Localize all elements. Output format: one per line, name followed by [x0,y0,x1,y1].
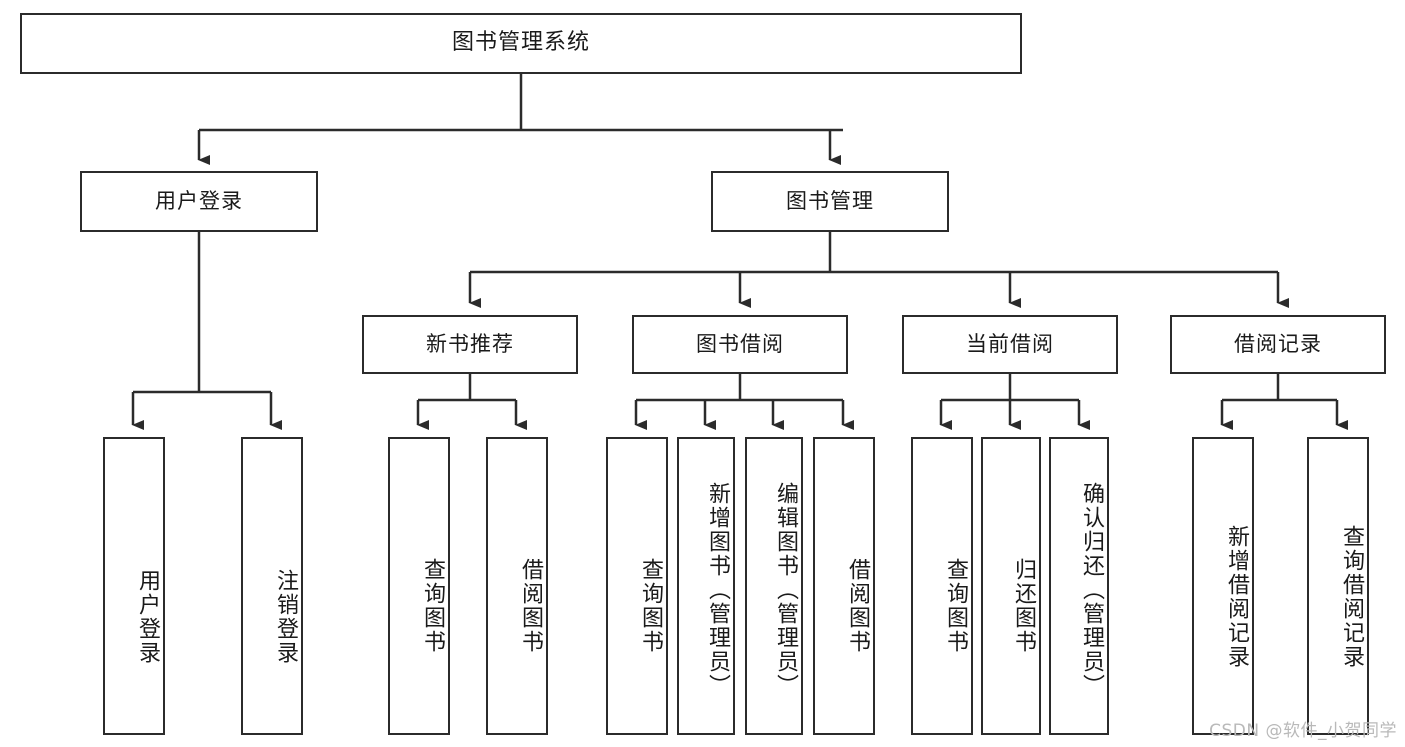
node-root-label: 图书管理系统 [451,30,590,56]
node-book-borrow[interactable]: 图书借阅 [632,315,848,374]
node-user-login-label: 用户登录 [155,188,243,213]
node-current-borrow[interactable]: 当前借阅 [902,315,1118,374]
node-current-borrow-label: 当前借阅 [966,331,1054,356]
leaf-user-login-logout[interactable]: 注销登录 [241,437,303,735]
leaf-label: 新增图书（管理员） [705,482,730,698]
node-user-login[interactable]: 用户登录 [80,171,318,232]
leaf-new-book-borrow[interactable]: 借阅图书 [486,437,548,735]
leaf-label: 用户登录 [135,569,160,665]
leaf-current-borrow-query[interactable]: 查询图书 [911,437,973,735]
node-new-book-recommend-label: 新书推荐 [426,331,514,356]
leaf-label: 编辑图书（管理员） [773,482,798,698]
leaf-label: 借阅图书 [845,558,870,654]
node-root-system[interactable]: 图书管理系统 [20,13,1022,74]
node-book-manage-label: 图书管理 [786,188,874,213]
leaf-book-borrow-borrow[interactable]: 借阅图书 [813,437,875,735]
leaf-book-borrow-edit[interactable]: 编辑图书（管理员） [745,437,803,735]
leaf-label: 查询图书 [638,558,663,654]
node-book-borrow-label: 图书借阅 [696,331,784,356]
leaf-label: 注销登录 [273,569,298,665]
leaf-label: 借阅图书 [518,558,543,654]
leaf-label: 查询图书 [943,558,968,654]
node-borrow-record[interactable]: 借阅记录 [1170,315,1386,374]
node-borrow-record-label: 借阅记录 [1234,331,1322,356]
leaf-borrow-record-query[interactable]: 查询借阅记录 [1307,437,1369,735]
leaf-current-borrow-confirm-return[interactable]: 确认归还（管理员） [1049,437,1109,735]
leaf-label: 归还图书 [1011,558,1036,654]
leaf-book-borrow-add[interactable]: 新增图书（管理员） [677,437,735,735]
node-book-manage[interactable]: 图书管理 [711,171,949,232]
leaf-borrow-record-add[interactable]: 新增借阅记录 [1192,437,1254,735]
node-new-book-recommend[interactable]: 新书推荐 [362,315,578,374]
leaf-label: 查询图书 [420,558,445,654]
leaf-label: 新增借阅记录 [1224,525,1249,669]
leaf-current-borrow-return[interactable]: 归还图书 [981,437,1041,735]
leaf-user-login-login[interactable]: 用户登录 [103,437,165,735]
leaf-label: 确认归还（管理员） [1079,482,1104,698]
leaf-new-book-query[interactable]: 查询图书 [388,437,450,735]
leaf-label: 查询借阅记录 [1339,525,1364,669]
leaf-book-borrow-query[interactable]: 查询图书 [606,437,668,735]
csdn-watermark: CSDN @软件_小贺同学 [1209,721,1397,741]
